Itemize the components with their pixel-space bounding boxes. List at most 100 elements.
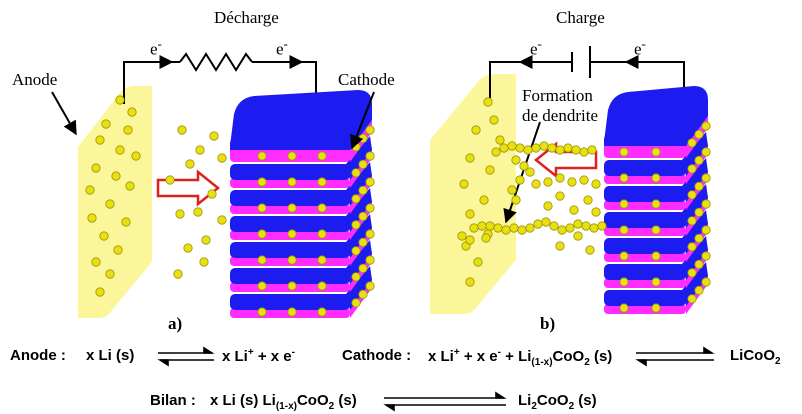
lithium-ion <box>651 251 661 261</box>
lithium-ion <box>358 133 368 143</box>
lithium-ion <box>525 223 535 233</box>
lithium-ion <box>507 185 517 195</box>
lithium-ion <box>287 177 297 187</box>
lithium-ion <box>573 219 583 229</box>
lithium-ion <box>491 147 501 157</box>
electron-label-a2: e- <box>276 36 288 59</box>
lithium-ion <box>531 143 541 153</box>
lithium-ion <box>511 195 521 205</box>
cathode-equation-right: LiCoO2 <box>730 347 781 367</box>
lithium-ion <box>687 164 697 174</box>
lithium-ion <box>317 307 327 317</box>
lithium-ion <box>651 173 661 183</box>
lithium-ion <box>209 131 219 141</box>
lithium-ion <box>565 223 575 233</box>
lithium-ion <box>581 221 591 231</box>
lithium-ion <box>113 245 123 255</box>
lithium-ion <box>583 195 593 205</box>
lithium-ion <box>173 269 183 279</box>
lithium-ion <box>257 255 267 265</box>
panel-a-circuit <box>123 52 317 104</box>
lithium-ion <box>257 203 267 213</box>
lithium-ion <box>651 225 661 235</box>
bilan-equation-left: x Li (s) Li(1-x)CoO2 (s) <box>210 392 357 412</box>
lithium-ion <box>687 268 697 278</box>
lithium-ion <box>567 177 577 187</box>
lithium-ion <box>287 203 297 213</box>
lithium-ion <box>123 125 133 135</box>
lithium-ion <box>165 175 175 185</box>
formation-label-line2: de dendrite <box>522 106 598 125</box>
lithium-ion <box>619 173 629 183</box>
lithium-ion <box>573 231 583 241</box>
lithium-ion <box>483 97 493 107</box>
lithium-ion <box>694 129 704 139</box>
lithium-ion <box>465 153 475 163</box>
lithium-ion <box>619 225 629 235</box>
lithium-ion <box>501 225 511 235</box>
lithium-ion <box>543 177 553 187</box>
lithium-ion <box>471 125 481 135</box>
lithium-ion <box>175 209 185 219</box>
lithium-ion <box>555 173 565 183</box>
lithium-ion <box>701 199 711 209</box>
lithium-ion <box>287 229 297 239</box>
panel-a-label: a) <box>168 314 183 333</box>
lithium-ion <box>479 195 489 205</box>
panel-b-circuit <box>489 46 685 98</box>
lithium-ion <box>517 225 527 235</box>
lithium-ion <box>619 251 629 261</box>
lithium-ion <box>287 255 297 265</box>
lithium-ion <box>317 281 327 291</box>
lithium-ion <box>99 231 109 241</box>
lithium-ion <box>207 189 217 199</box>
lithium-ion <box>257 177 267 187</box>
lithium-ion <box>287 151 297 161</box>
panel-b-label: b) <box>540 314 556 333</box>
lithium-ion <box>515 175 525 185</box>
lithium-ion <box>519 161 529 171</box>
lithium-ion <box>358 159 368 169</box>
lithium-ion <box>351 194 361 204</box>
lithium-ion <box>523 145 533 155</box>
lithium-ion <box>701 225 711 235</box>
lithium-ion <box>557 225 567 235</box>
lithium-ion <box>257 307 267 317</box>
lithium-ion <box>541 217 551 227</box>
lithium-ion <box>587 145 597 155</box>
lithium-ion <box>694 181 704 191</box>
lithium-ion <box>481 233 491 243</box>
lithium-ion <box>489 115 499 125</box>
equation-arrows <box>157 346 715 412</box>
lithium-ion <box>201 235 211 245</box>
lithium-ion <box>351 168 361 178</box>
lithium-ion <box>195 145 205 155</box>
lithium-ion <box>589 223 599 233</box>
lithium-ion <box>183 243 193 253</box>
electron-label-b2: e- <box>634 36 646 59</box>
lithium-ion <box>121 217 131 227</box>
decharge-label: Décharge <box>214 8 279 27</box>
lithium-ion <box>358 263 368 273</box>
lithium-ion <box>365 125 375 135</box>
lithium-ion <box>457 231 467 241</box>
electron-label-a1: e- <box>150 36 162 59</box>
lithium-ion <box>317 151 327 161</box>
lithium-ion <box>555 145 565 155</box>
lithium-ion <box>687 138 697 148</box>
lithium-ion <box>177 125 187 135</box>
lithium-ion <box>569 205 579 215</box>
cathode-label: Cathode <box>338 70 395 89</box>
lithium-ion <box>365 229 375 239</box>
lithium-ion <box>351 220 361 230</box>
lithium-ion <box>365 177 375 187</box>
bilan-equation-label: Bilan : <box>150 392 196 409</box>
lithium-ion <box>131 151 141 161</box>
lithium-ion <box>87 213 97 223</box>
lithium-ion <box>217 215 227 225</box>
lithium-ion <box>257 229 267 239</box>
lithium-ion <box>473 257 483 267</box>
lithium-ion <box>499 143 509 153</box>
lithium-ion <box>651 147 661 157</box>
lithium-ion <box>351 246 361 256</box>
